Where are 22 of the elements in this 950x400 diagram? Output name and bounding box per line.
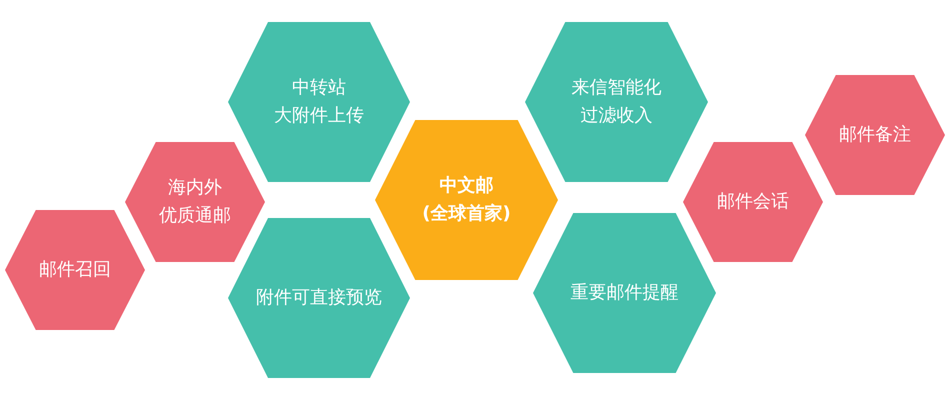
hexagon xyxy=(228,22,410,182)
hexagon-label: 附件可直接预览 xyxy=(256,286,382,310)
hexagon-label: 重要邮件提醒 xyxy=(570,281,678,305)
hexagon-label: 优质通邮 xyxy=(159,204,231,228)
hexagon xyxy=(683,142,823,262)
hexagon xyxy=(533,213,716,373)
hexagon-label: 海内外 xyxy=(168,176,222,200)
hexagon xyxy=(805,75,945,195)
hexagon-label: (全球首家) xyxy=(422,202,511,226)
hexagon-label: 过滤收入 xyxy=(580,104,652,128)
hexagon xyxy=(375,120,558,280)
hexagon-label: 来信智能化 xyxy=(572,76,662,100)
hexagon-label: 中文邮 xyxy=(440,174,494,198)
hexagon-label: 中转站 xyxy=(292,76,346,100)
hexagon xyxy=(5,210,145,330)
hexagon-label: 邮件备注 xyxy=(839,123,911,147)
hexagon xyxy=(125,142,265,262)
hexagon-label: 邮件召回 xyxy=(39,258,111,282)
hexagon-label: 邮件会话 xyxy=(717,190,789,214)
hexagon xyxy=(228,218,410,378)
hexagon xyxy=(525,22,708,182)
hexagon-label: 大附件上传 xyxy=(274,104,364,128)
